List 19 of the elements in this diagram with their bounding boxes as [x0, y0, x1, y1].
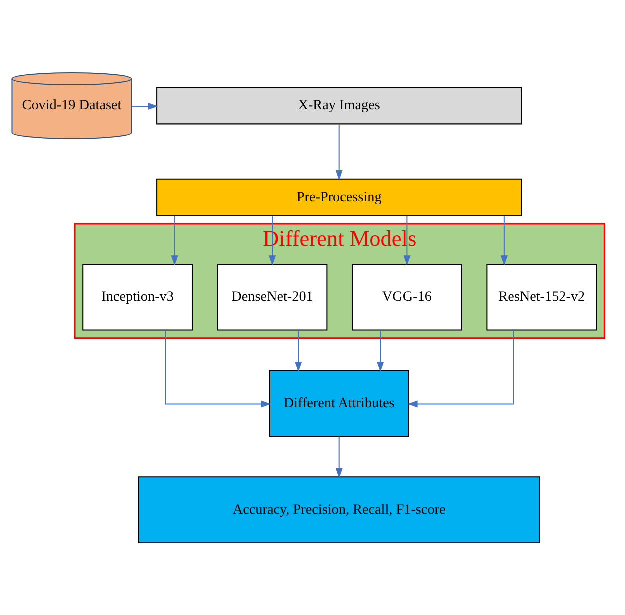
- node-box: VGG-16: [352, 263, 462, 330]
- arrow: [377, 330, 384, 372]
- node-box: ResNet-152-v2: [486, 263, 598, 330]
- arrow: [336, 436, 343, 478]
- node-box: Accuracy, Precision, Recall, F1-score: [138, 476, 540, 543]
- node-box: X-Ray Images: [156, 86, 522, 124]
- arrow: [404, 215, 411, 266]
- node-box: Pre-Processing: [156, 178, 522, 216]
- arrow: [132, 102, 158, 110]
- node-box: Inception-v3: [82, 263, 193, 330]
- arrow: [171, 215, 178, 266]
- arrow: [268, 215, 276, 266]
- arrow: [500, 215, 508, 266]
- node-box: Different Attributes: [269, 370, 410, 437]
- arrow: [165, 330, 272, 408]
- node-box: DenseNet-201: [217, 263, 328, 330]
- arrow: [408, 330, 514, 408]
- arrow: [295, 330, 302, 372]
- arrow: [336, 124, 343, 180]
